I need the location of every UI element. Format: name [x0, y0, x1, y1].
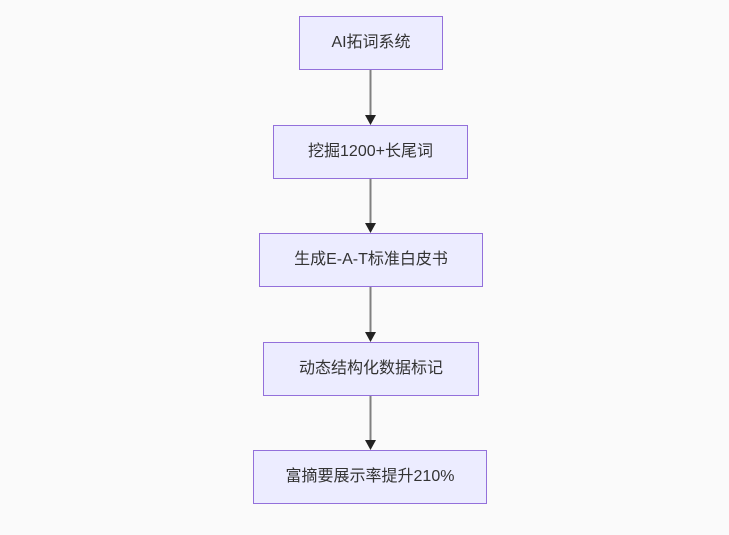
flow-node-ai-word-expansion: AI拓词系统 — [299, 16, 443, 70]
flow-node-rich-snippet-result: 富摘要展示率提升210% — [253, 450, 487, 504]
arrowhead-down-icon — [365, 332, 376, 342]
flow-node-eat-whitepaper: 生成E-A-T标准白皮书 — [259, 233, 483, 287]
arrowhead-down-icon — [365, 115, 376, 125]
flow-node-structured-data-markup: 动态结构化数据标记 — [263, 342, 479, 396]
arrowhead-down-icon — [365, 440, 376, 450]
flow-node-label: 富摘要展示率提升210% — [285, 468, 455, 486]
flow-node-label: AI拓词系统 — [331, 34, 411, 52]
arrow-connector-3-4 — [365, 287, 376, 342]
arrow-connector-1-2 — [365, 70, 376, 125]
arrow-connector-2-3 — [365, 179, 376, 233]
arrowhead-down-icon — [365, 223, 376, 233]
flow-node-label: 挖掘1200+长尾词 — [308, 143, 433, 161]
flow-node-label: 动态结构化数据标记 — [298, 360, 443, 378]
arrow-connector-4-5 — [365, 396, 376, 450]
flow-node-label: 生成E-A-T标准白皮书 — [294, 251, 448, 269]
flow-node-longtail-mining: 挖掘1200+长尾词 — [273, 125, 468, 179]
